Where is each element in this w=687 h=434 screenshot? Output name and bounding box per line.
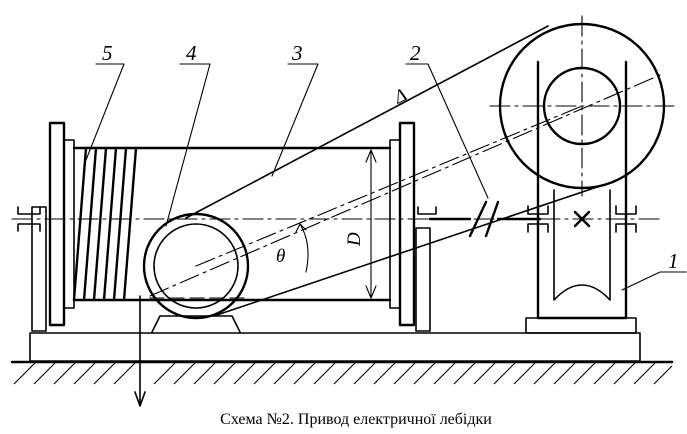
belt-drive [149,25,661,317]
label-belt: 3 [291,41,303,65]
right-drum-bearing [415,206,437,332]
symbol-delta: Δ [390,85,410,109]
motor [134,212,250,407]
coupling [428,200,542,238]
label-motor: 4 [186,41,197,65]
label-drum: 5 [102,41,113,65]
rope-winding [72,146,138,302]
figure-caption: Схема №2. Привод електричної лебідки [220,411,492,428]
drum [48,121,416,327]
pulley [489,15,675,197]
symbol-angle: θ [276,246,285,267]
left-bearing [17,206,47,332]
gearbox-stand [525,60,661,334]
label-coupling: 2 [410,41,421,65]
symbol-diameter: D [344,232,365,247]
label-gearbox: 1 [668,249,679,273]
foundation [10,332,674,385]
leader-lines [85,63,687,291]
